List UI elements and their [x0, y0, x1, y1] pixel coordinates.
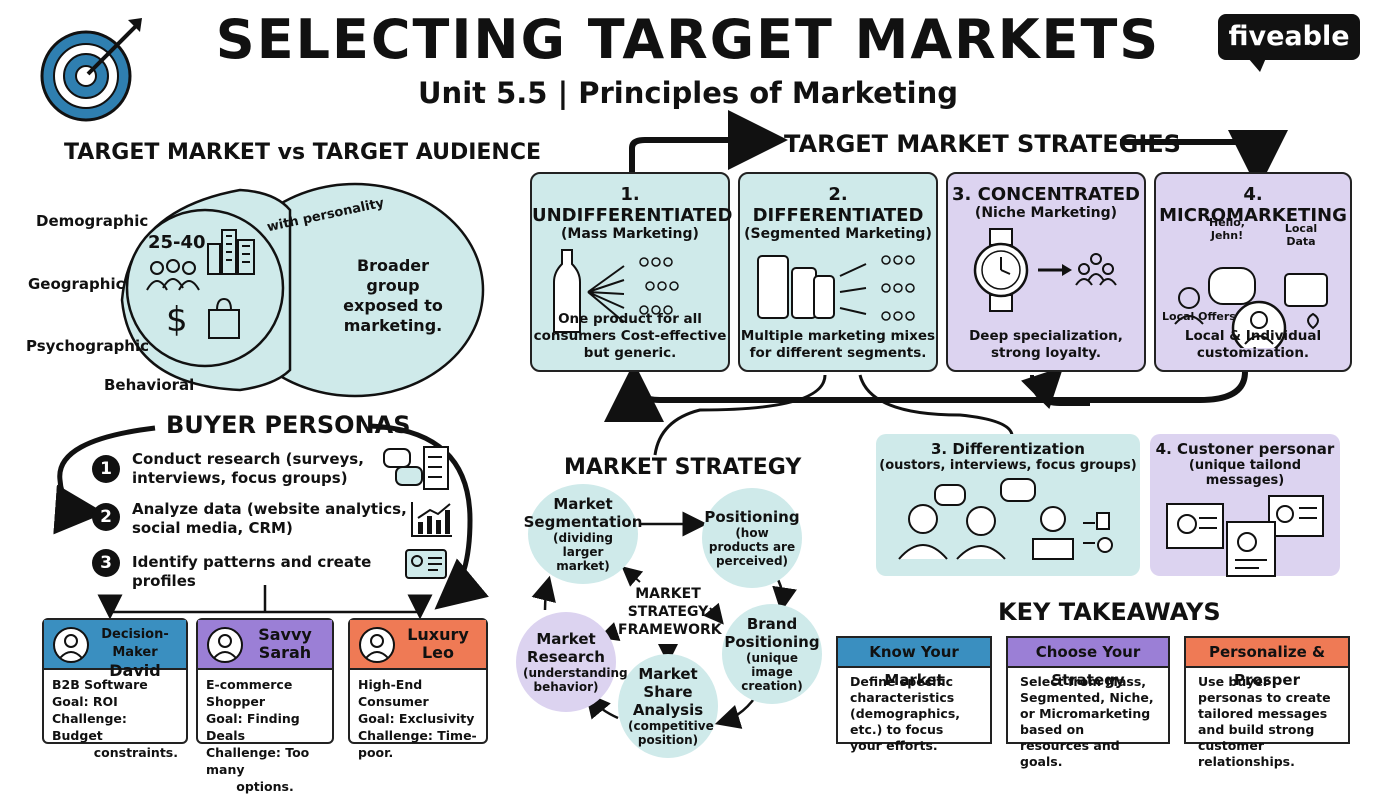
target-logo	[36, 14, 146, 124]
box-title: 4. Custoner personar	[1155, 440, 1335, 458]
label-psychographic: Psychographic	[26, 337, 150, 355]
takeaway-choose-strategy[interactable]: Choose Your Strategy Select from Mass, S…	[1006, 636, 1170, 769]
page-subtitle: Unit 5.5 | Principles of Marketing	[418, 76, 958, 110]
box-title: 3. Differentization	[931, 440, 1085, 458]
market-strategy-heading: MARKET STRATEGY	[564, 455, 802, 480]
step-text: Identify patterns and create profiles	[132, 553, 372, 590]
persona-name-line2: Sarah	[258, 643, 312, 662]
strategies-heading: TARGET MARKET STRATEGIES	[784, 130, 1181, 158]
takeaway-text: Define specific characteristics (demogra…	[850, 674, 961, 753]
label-geographic: Geographic	[28, 275, 125, 293]
persona-name-line1: Savvy	[258, 625, 312, 644]
persona-name-line1: Luxury	[407, 625, 469, 644]
strategy-title: 3. CONCENTRATED	[952, 184, 1140, 205]
strategy-description: Multiple marketing mixes for different s…	[740, 328, 936, 361]
avatar-icon	[359, 627, 395, 663]
survey-icon	[383, 446, 449, 490]
local-offers-label: Local Offers	[1162, 310, 1236, 323]
node-positioning[interactable]: Positioning (how products are perceived)	[702, 488, 802, 588]
label-demographic: Demographic	[36, 212, 149, 230]
bottle-to-people-icon	[553, 249, 679, 333]
persona-name-line1: Decision-Maker	[101, 627, 169, 660]
strategy-description: One product for all consumers Cost-effec…	[533, 311, 727, 361]
persona-card-sarah[interactable]: Savvy Sarah E-commerce Shopper Goal: Fin…	[196, 618, 334, 794]
strategy-differentiated[interactable]: 2. DIFFERENTIATED (Segmented Marketing) …	[738, 172, 938, 372]
people-icon	[146, 259, 200, 291]
avatar-icon	[207, 627, 243, 663]
dollar-icon: $	[166, 300, 188, 340]
key-takeaways-heading: KEY TAKEAWAYS	[998, 598, 1221, 626]
shopping-bag-icon	[208, 297, 240, 339]
node-market-share-analysis[interactable]: Market Share Analysis (competitive posit…	[618, 654, 718, 758]
page-title: SELECTING TARGET MARKETS	[215, 8, 1161, 71]
strategy-title: 4. MICROMARKETING	[1159, 184, 1347, 226]
target-icon	[40, 18, 142, 122]
age-range: 25-40	[148, 232, 206, 253]
avatar-icon	[53, 627, 89, 663]
strategy-micromarketing[interactable]: 4. MICROMARKETING Hello, Jehn! Local Dat…	[1154, 172, 1352, 372]
differentiation-box[interactable]: 3. Differentization (oustors, interviews…	[876, 434, 1140, 576]
city-icon	[207, 229, 255, 275]
takeaway-know-market[interactable]: Know Your Market Define specific charact…	[836, 636, 992, 753]
takeaway-text: Select from Mass, Segmented, Niche, or M…	[1020, 674, 1154, 769]
strategy-subtitle: (Mass Marketing)	[561, 226, 699, 242]
box-subtitle: (unique tailond messages)	[1188, 458, 1302, 488]
node-market-segmentation[interactable]: Market Segmentation (dividing larger mar…	[524, 484, 642, 584]
strategy-concentrated[interactable]: 3. CONCENTRATED (Niche Marketing) Deep s…	[946, 172, 1146, 372]
local-data-label: Local Data	[1284, 222, 1318, 248]
target-market-heading: TARGET MARKET vs TARGET AUDIENCE	[64, 140, 542, 165]
devices-to-segments-icon	[757, 255, 915, 321]
step-number: 2	[92, 503, 120, 531]
profile-card-icon	[405, 549, 447, 579]
node-brand-positioning[interactable]: Brand Positioning (unique image creation…	[722, 604, 822, 704]
takeaway-title: Know Your Market	[838, 638, 990, 689]
persona-cards-icon	[1166, 495, 1324, 577]
persona-details: E-commerce Shopper Goal: Finding Deals C…	[206, 677, 310, 794]
strategy-title: 2. DIFFERENTIATED	[752, 184, 924, 226]
hello-label: Hello, Jehn!	[1209, 216, 1245, 242]
node-market-research[interactable]: Market Research (understanding behavior)	[516, 612, 628, 712]
persona-details: B2B Software Goal: ROI Challenge: Budget…	[52, 677, 178, 760]
step-number: 1	[92, 455, 120, 483]
takeaway-text: Use buyer personas to create tailored me…	[1198, 674, 1331, 769]
strategy-description: Local & Individual customization.	[1184, 328, 1322, 361]
individual-customer-icon	[1174, 267, 1328, 356]
fiveable-logo[interactable]: fiveable	[1218, 14, 1360, 72]
strategy-subtitle: (Niche Marketing)	[974, 205, 1118, 221]
persona-name-line2: Leo	[421, 643, 455, 662]
persona-card-david[interactable]: Decision-Maker David B2B Software Goal: …	[42, 618, 188, 760]
box-subtitle: (oustors, interviews, focus groups)	[879, 458, 1137, 473]
strategy-title: 1. UNDIFFERENTIATED	[532, 184, 733, 226]
step-number: 3	[92, 549, 120, 577]
interview-people-icon	[898, 478, 1113, 560]
strategy-subtitle: (Segmented Marketing)	[744, 226, 932, 242]
label-behavioral: Behavioral	[104, 376, 195, 394]
strategy-undifferentiated[interactable]: 1. UNDIFFERENTIATED (Mass Marketing) One…	[530, 172, 733, 372]
customer-persona-box[interactable]: 4. Custoner personar (unique tailond mes…	[1150, 434, 1340, 577]
persona-card-leo[interactable]: Luxury Leo High-End Consumer Goal: Exclu…	[348, 618, 488, 760]
step-text: Conduct research (surveys, interviews, f…	[132, 450, 364, 487]
buyer-personas-heading: BUYER PERSONAS	[166, 411, 411, 439]
framework-center: MARKET STRATEGY FRAMEWORK	[618, 586, 722, 638]
takeaway-personalize[interactable]: Personalize & Prosper Use buyer personas…	[1184, 636, 1350, 769]
analytics-chart-icon	[411, 502, 452, 537]
watch-to-niche-icon	[973, 228, 1117, 312]
step-text: Analyze data (website analytics, social …	[132, 500, 407, 537]
persona-name-line2: David	[109, 661, 161, 680]
persona-details: High-End Consumer Goal: Exclusivity Chal…	[358, 677, 477, 760]
takeaway-title: Choose Your Strategy	[1008, 638, 1168, 689]
strategy-description: Deep specialization, strong loyalty.	[969, 328, 1123, 361]
audience-description: Broader group exposed to marketing.	[343, 256, 443, 335]
takeaway-title: Personalize & Prosper	[1186, 638, 1348, 689]
